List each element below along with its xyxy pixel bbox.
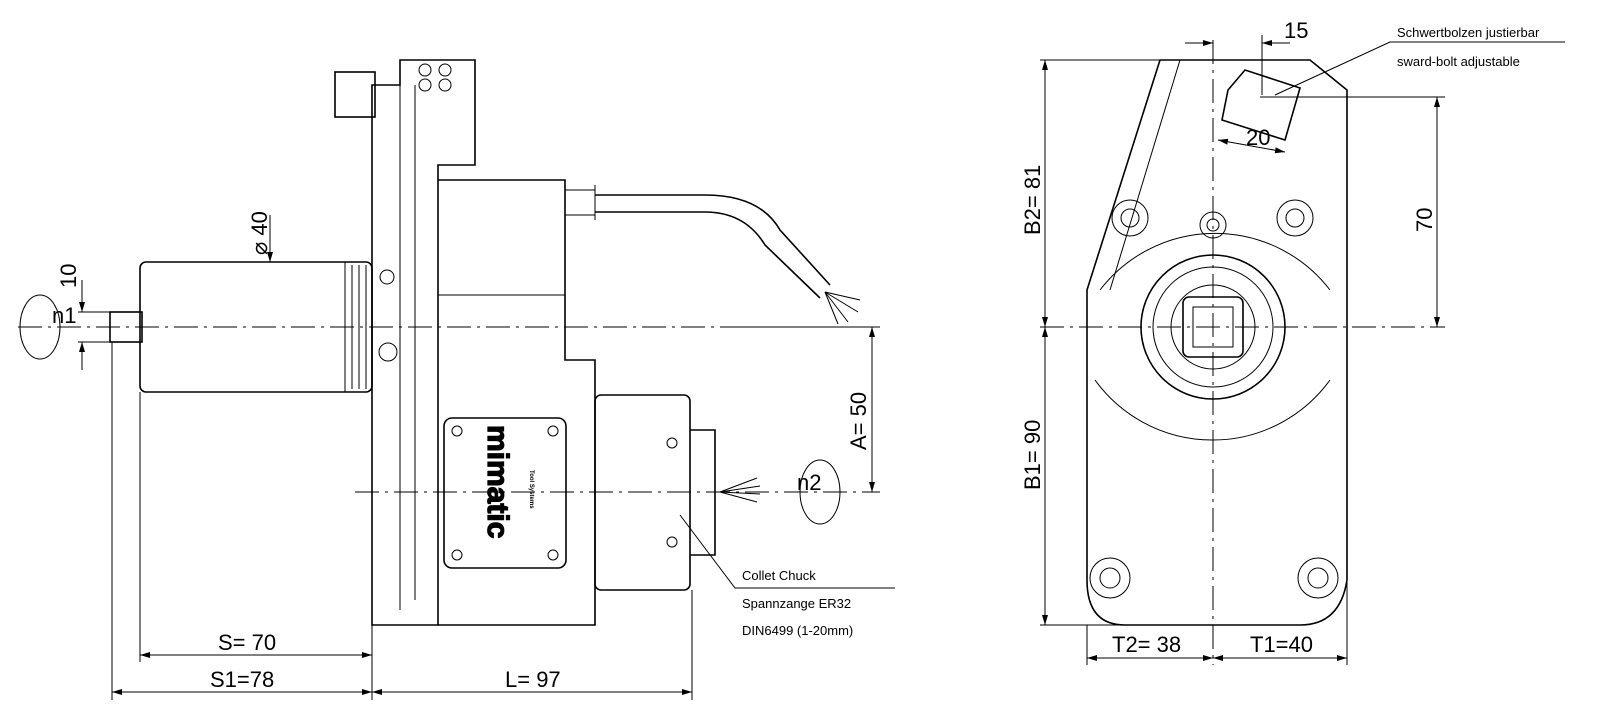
bolts <box>1089 199 1339 599</box>
note-spannzange: Spannzange ER32 <box>742 596 851 611</box>
front-housing <box>1086 59 1348 626</box>
rotation-n2: n2 <box>797 470 821 495</box>
input-shaft <box>109 311 143 343</box>
dim-70: 70 <box>1412 208 1437 232</box>
logo-brand: mimatic <box>481 425 514 538</box>
note-sward-bolt: sward-bolt adjustable <box>1397 54 1520 69</box>
note-schwertbolzen: Schwertbolzen justierbar <box>1397 25 1540 40</box>
dim-t1-40: T1=40 <box>1250 632 1313 657</box>
logo-tagline: Tool Systems <box>528 470 534 509</box>
dim-t2-38: T2= 38 <box>1112 632 1181 657</box>
dim-shaft-10: 10 <box>56 264 81 288</box>
connector-plug <box>334 71 376 118</box>
front-view: B2= 81 B1= 90 70 15 20 T2= 38 T1=40 Schw… <box>1020 18 1565 665</box>
dim-s-70: S= 70 <box>218 630 276 655</box>
collet-nut <box>690 429 716 556</box>
flange-body <box>371 59 476 626</box>
dim-a-50: A= 50 <box>846 392 871 450</box>
dim-l-97: L= 97 <box>505 667 561 692</box>
collet-chuck-body <box>594 394 691 591</box>
dim-20: 20 <box>1246 125 1270 150</box>
gearbox-housing <box>438 179 596 626</box>
dim-15: 15 <box>1284 18 1308 43</box>
cable <box>595 194 831 286</box>
dim-b2-81: B2= 81 <box>1020 165 1045 235</box>
logo-plate <box>443 417 567 569</box>
dim-b1-90: B1= 90 <box>1020 420 1045 490</box>
sword-bolt <box>1221 69 1301 142</box>
dim-diameter-40: ⌀ 40 <box>247 211 272 255</box>
note-din: DIN6499 (1-20mm) <box>742 623 853 638</box>
side-view: mimatic Tool Systems n1 n2 10 ⌀ 40 A= 50… <box>18 59 895 700</box>
note-collet-chuck: Collet Chuck <box>742 568 816 583</box>
rotation-n1: n1 <box>52 303 76 328</box>
dim-s1-78: S1=78 <box>210 667 274 692</box>
